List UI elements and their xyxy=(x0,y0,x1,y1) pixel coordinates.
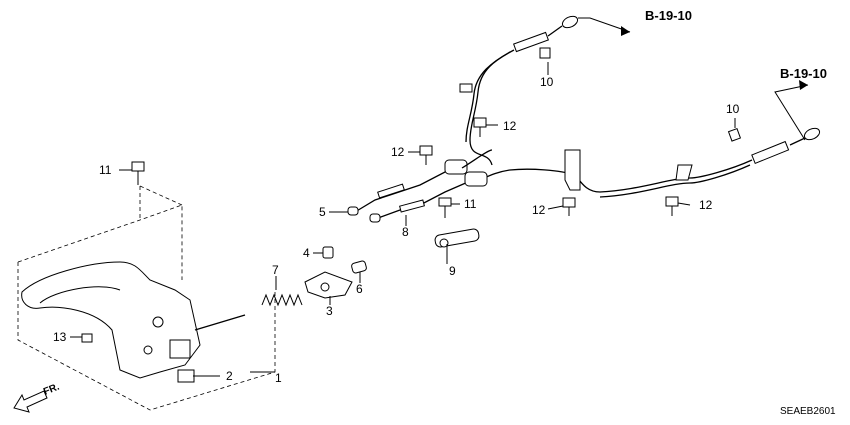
parking-brake-lever xyxy=(21,261,246,383)
arrow-right-icon xyxy=(799,80,808,90)
part-label-1[interactable]: 1 xyxy=(275,371,282,385)
part-label-11-left[interactable]: 11 xyxy=(99,163,112,177)
bolt-11-mid xyxy=(438,197,452,218)
part-label-6[interactable]: 6 xyxy=(356,282,363,296)
adjuster-3 xyxy=(304,271,353,299)
clip-10-right xyxy=(727,127,742,142)
ref-label: B-19-10 xyxy=(780,66,827,81)
nut-4 xyxy=(322,246,334,259)
part-label-2[interactable]: 2 xyxy=(226,369,233,383)
bolt-12-right xyxy=(665,196,679,216)
part-label-11-mid[interactable]: 11 xyxy=(464,197,477,211)
part-label-8[interactable]: 8 xyxy=(402,225,409,239)
ref-b-19-10-right[interactable]: B-19-10 xyxy=(774,66,827,141)
part-label-5[interactable]: 5 xyxy=(319,205,326,219)
part-label-10-right[interactable]: 10 xyxy=(726,102,740,116)
cable-link xyxy=(461,149,493,169)
front-direction-arrow: FR. xyxy=(13,381,61,413)
part-label-13[interactable]: 13 xyxy=(53,330,67,344)
bolt-12-left xyxy=(419,145,433,165)
bolt-13 xyxy=(81,333,93,343)
spring-7 xyxy=(261,293,303,307)
diagram-code: SEAEB2601 xyxy=(780,406,836,417)
nut-6 xyxy=(351,260,367,274)
lower-rear-cable xyxy=(474,127,821,198)
ref-b-19-10-top[interactable]: B-19-10 xyxy=(578,8,692,36)
bolt-11-left xyxy=(131,161,145,185)
part-label-4[interactable]: 4 xyxy=(303,246,310,260)
equalizer-9 xyxy=(434,228,480,248)
bolt-12-upper xyxy=(473,117,487,137)
part-label-9[interactable]: 9 xyxy=(449,264,456,278)
clip-10-top xyxy=(539,47,551,59)
part-label-3[interactable]: 3 xyxy=(326,304,333,318)
part-label-10-top[interactable]: 10 xyxy=(540,75,554,89)
arrow-left-icon xyxy=(13,390,48,413)
front-cable-5 xyxy=(347,159,468,216)
front-cable-8 xyxy=(369,171,488,223)
bolt-12-mid xyxy=(562,197,576,216)
lever-assembly-box xyxy=(17,185,276,411)
leader-lines xyxy=(70,62,736,377)
upper-rear-cable xyxy=(459,15,579,166)
part-label-12-mid[interactable]: 12 xyxy=(532,203,546,217)
part-label-12-right[interactable]: 12 xyxy=(699,198,713,212)
front-label: FR. xyxy=(42,381,61,397)
part-label-12-upper[interactable]: 12 xyxy=(503,119,517,133)
ref-label: B-19-10 xyxy=(645,8,692,23)
part-label-12-left[interactable]: 12 xyxy=(391,145,405,159)
arrow-right-icon xyxy=(621,26,630,36)
part-label-7[interactable]: 7 xyxy=(272,263,279,277)
